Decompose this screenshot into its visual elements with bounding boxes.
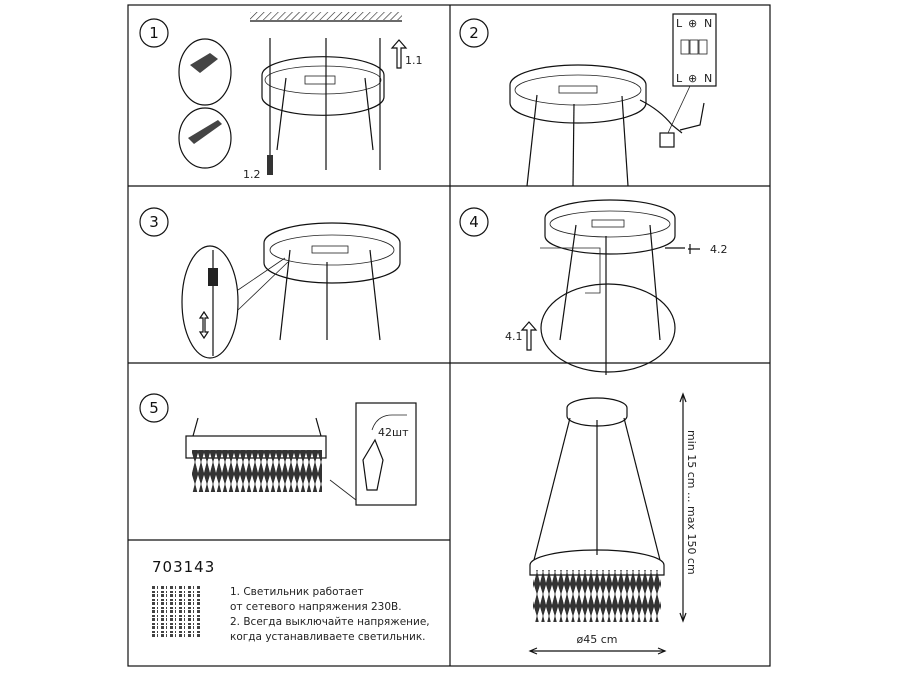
step-3-illustration xyxy=(181,222,401,359)
step-2-illustration: L ⊕ N L ⊕ N xyxy=(509,13,717,187)
safety-notes: 1. Светильник работает от сетевого напря… xyxy=(230,585,430,645)
note-line: 1. Светильник работает xyxy=(230,586,364,598)
step-5-badge: 5 xyxy=(139,393,169,423)
svg-text:⊕: ⊕ xyxy=(688,17,697,30)
detail-inset xyxy=(181,245,239,359)
note-line: от сетевого напряжения 230В. xyxy=(230,601,402,613)
svg-text:4.1: 4.1 xyxy=(505,330,523,343)
step-2-badge: 2 xyxy=(459,18,489,48)
step-1-illustration: 1.1 1.2 xyxy=(178,12,423,181)
step-5-illustration: 42шт xyxy=(185,402,417,506)
svg-text:ø45 cm: ø45 cm xyxy=(577,633,618,646)
step-1-badge: 1 xyxy=(139,18,169,48)
svg-text:min 15 cm ... max 150 cm: min 15 cm ... max 150 cm xyxy=(685,430,698,575)
note-line: когда устанавливаете светильник. xyxy=(230,631,426,643)
up-down-arrow-icon xyxy=(198,310,210,340)
up-arrow-icon xyxy=(520,321,538,351)
svg-text:4: 4 xyxy=(469,213,479,231)
svg-text:42шт: 42шт xyxy=(378,426,409,439)
up-arrow-icon xyxy=(390,39,408,69)
svg-text:1: 1 xyxy=(149,24,159,42)
svg-text:1.1: 1.1 xyxy=(405,54,423,67)
svg-text:⊕: ⊕ xyxy=(688,72,697,85)
svg-text:5: 5 xyxy=(149,399,159,417)
svg-text:N: N xyxy=(704,72,712,85)
svg-text:2: 2 xyxy=(469,24,479,42)
screwdriver-inset xyxy=(178,107,232,169)
svg-text:L: L xyxy=(676,17,683,30)
svg-text:3: 3 xyxy=(149,213,159,231)
model-number: 703143 xyxy=(152,558,216,576)
qr-code[interactable] xyxy=(152,585,200,639)
svg-text:N: N xyxy=(704,17,712,30)
note-line: 2. Всегда выключайте напряжение, xyxy=(230,616,430,628)
step-4-illustration: 4.2 4.1 xyxy=(505,199,728,375)
dimensions-illustration: min 15 cm ... max 150 cm ø45 cm xyxy=(528,392,698,655)
terminal-block xyxy=(672,13,717,87)
svg-text:4.2: 4.2 xyxy=(710,243,728,256)
grid-frame xyxy=(127,4,771,667)
step-4-badge: 4 xyxy=(459,207,489,237)
svg-text:1.2: 1.2 xyxy=(243,168,261,181)
step-3-badge: 3 xyxy=(139,207,169,237)
crystal-detail-inset xyxy=(355,402,417,506)
svg-text:L: L xyxy=(676,72,683,85)
drill-inset xyxy=(178,38,232,106)
